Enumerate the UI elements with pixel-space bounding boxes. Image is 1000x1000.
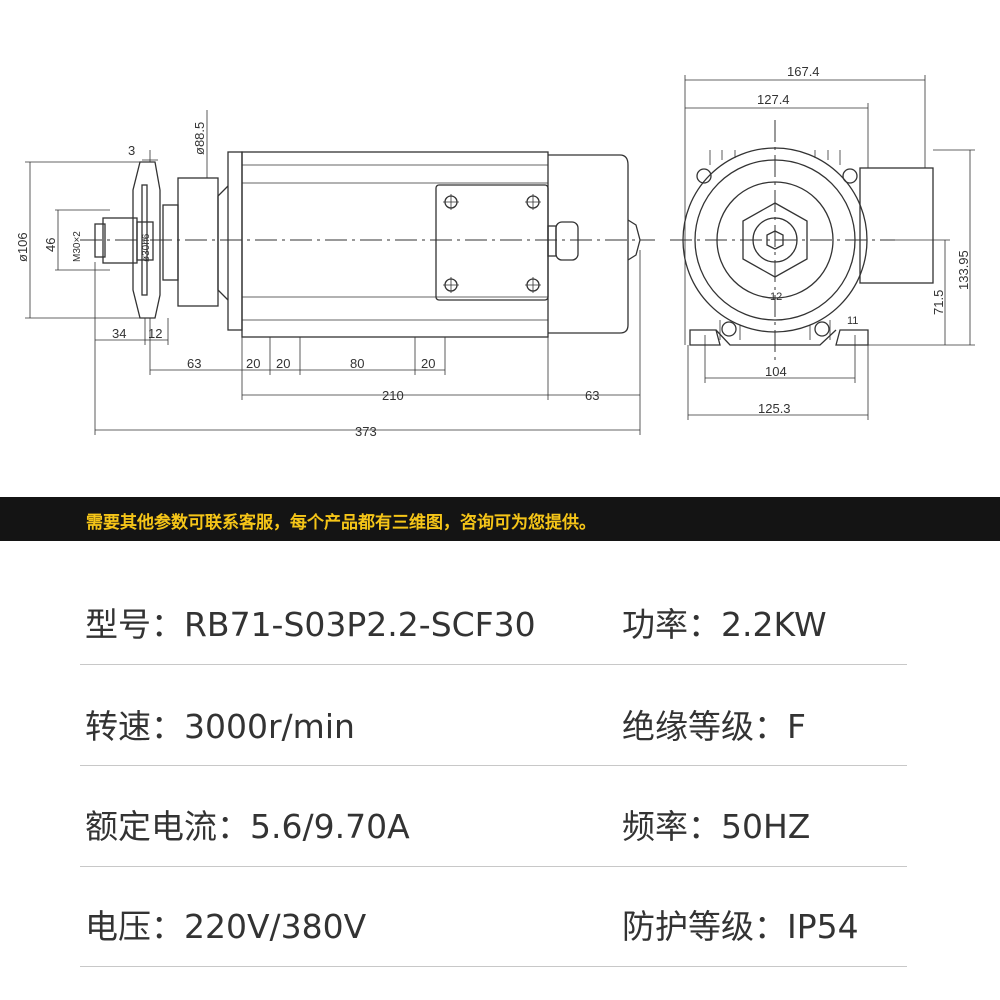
dim-key: 12 <box>770 291 782 303</box>
dim-nut-dia: 46 <box>43 238 58 252</box>
dim-body: 210 <box>382 388 404 403</box>
dim-c: 80 <box>350 356 364 371</box>
bolt-hole-icon <box>696 168 858 337</box>
dim-height: 133.95 <box>956 250 971 290</box>
dim-center-height: 71.5 <box>931 290 946 315</box>
spec-protection: 防护等级：IP54 <box>622 907 859 946</box>
dim-flange-dia: ø106 <box>15 232 30 262</box>
dim-plate: 12 <box>148 326 162 341</box>
spec-frequency: 频率：50HZ <box>622 807 811 846</box>
dim-rear: 63 <box>585 388 599 403</box>
dim-boss-dia: ø88.5 <box>192 122 207 155</box>
dim-front: 63 <box>187 356 201 371</box>
spec-row: 额定电流：5.6/9.70A 频率：50HZ <box>80 800 907 867</box>
dim-hole-spacing: 104 <box>765 364 787 379</box>
dim-thread: M30×2 <box>72 231 83 262</box>
spec-model: 型号：RB71-S03P2.2-SCF30 <box>85 605 536 644</box>
dim-slot: 11 <box>847 315 858 327</box>
spec-row: 型号：RB71-S03P2.2-SCF30 功率：2.2KW <box>80 598 907 665</box>
dim-base-width: 125.3 <box>758 401 791 416</box>
dim-shaft: ø30h6 <box>141 233 152 262</box>
contact-banner: 需要其他参数可联系客服，每个产品都有三维图，咨询可为您提供。 <box>0 497 1000 541</box>
front-view: 167.4 127.4 133.95 71.5 104 125.3 11 12 <box>670 64 975 420</box>
dim-body-width: 127.4 <box>757 92 790 107</box>
dim-b: 20 <box>276 356 290 371</box>
spec-row: 转速：3000r/min 绝缘等级：F <box>80 700 907 766</box>
dim-d: 20 <box>421 356 435 371</box>
dim-nut: 34 <box>112 326 126 341</box>
dim-total-width: 167.4 <box>787 64 820 79</box>
banner-text: 需要其他参数可联系客服，每个产品都有三维图，咨询可为您提供。 <box>86 513 596 533</box>
dim-overall: 373 <box>355 424 377 439</box>
screw-icon <box>443 194 541 293</box>
spec-speed: 转速：3000r/min <box>85 707 355 746</box>
technical-drawing: 373 210 63 63 20 20 80 20 34 12 3 ø106 4… <box>15 64 975 439</box>
spec-insulation: 绝缘等级：F <box>622 707 806 746</box>
spec-voltage: 电压：220V/380V <box>85 907 367 946</box>
spec-row: 电压：220V/380V 防护等级：IP54 <box>80 900 907 967</box>
spec-current: 额定电流：5.6/9.70A <box>85 807 410 846</box>
dim-thickness: 3 <box>128 143 135 158</box>
side-view: 373 210 63 63 20 20 80 20 34 12 3 ø106 4… <box>15 110 655 439</box>
dim-a: 20 <box>246 356 260 371</box>
spec-power: 功率：2.2KW <box>622 605 827 644</box>
